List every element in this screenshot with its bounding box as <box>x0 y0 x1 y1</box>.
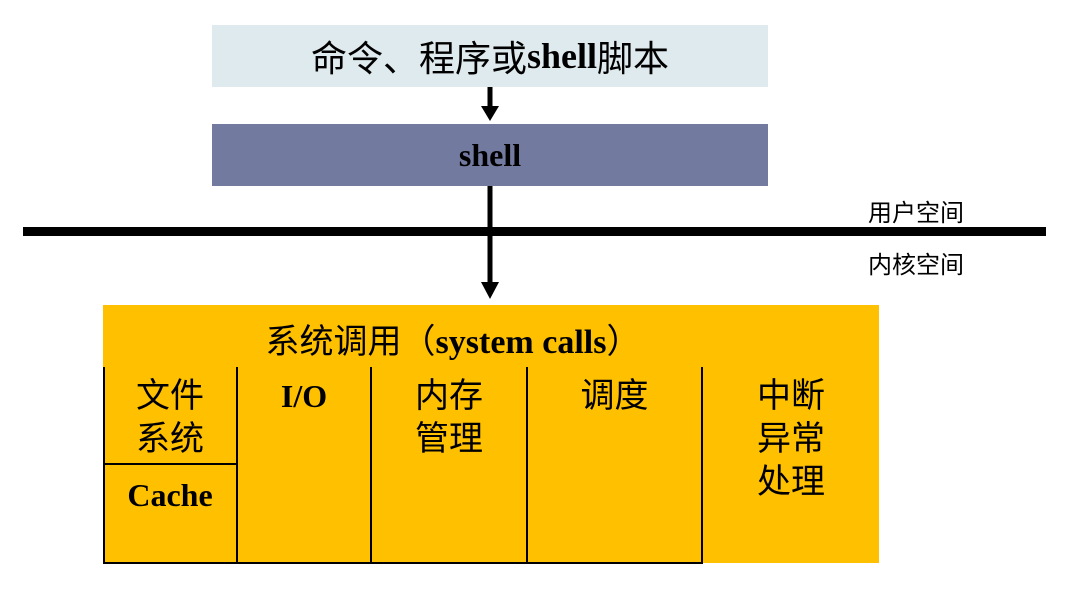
syscall-en: system calls <box>435 324 607 361</box>
cell-memory-management: 内存 管理 <box>372 375 526 461</box>
cell-border-io-mem <box>370 367 372 563</box>
cell-border-mem-sched <box>526 367 528 563</box>
syscall-prefix: 系统调用（ <box>265 322 436 362</box>
kernel-space-label: 内核空间 <box>868 251 964 279</box>
cell-border-fs-cache <box>103 463 238 465</box>
command-label-suffix: 脚本 <box>597 39 670 80</box>
cell-filesystem: 文件 系统 <box>104 375 236 461</box>
command-label-prefix: 命令、程序或 <box>310 39 527 80</box>
cell-border-left <box>103 367 105 563</box>
cell-memory-line1: 内存 <box>415 376 483 416</box>
shell-box: shell <box>212 124 768 186</box>
command-label-shell: shell <box>526 36 597 76</box>
user-kernel-boundary-line <box>23 227 1046 236</box>
cell-cache: Cache <box>127 477 213 513</box>
syscall-suffix: ） <box>606 322 641 362</box>
arrow-shell-to-syscalls <box>481 186 499 299</box>
cell-border-sched-irq <box>701 367 703 563</box>
cell-interrupt-handling: 中断 异常 处理 <box>703 375 879 504</box>
cell-border-bottom <box>103 562 703 564</box>
shell-label: shell <box>458 136 522 173</box>
cell-filesystem-line2: 系统 <box>136 419 204 459</box>
user-space-label: 用户空间 <box>868 199 964 227</box>
kernel-block <box>103 305 879 563</box>
cell-memory-line2: 管理 <box>415 419 483 459</box>
cell-scheduling: 调度 <box>580 376 649 416</box>
cell-io: I/O <box>280 378 328 414</box>
arrow-command-to-shell <box>481 87 499 121</box>
cell-interrupt-line3: 处理 <box>757 462 825 502</box>
cell-filesystem-line1: 文件 <box>136 376 204 416</box>
cell-interrupt-line1: 中断 <box>757 376 825 416</box>
cell-interrupt-line2: 异常 <box>757 419 825 459</box>
syscall-title: 系统调用（system calls） <box>103 314 803 363</box>
cell-border-fs-io <box>236 367 238 563</box>
